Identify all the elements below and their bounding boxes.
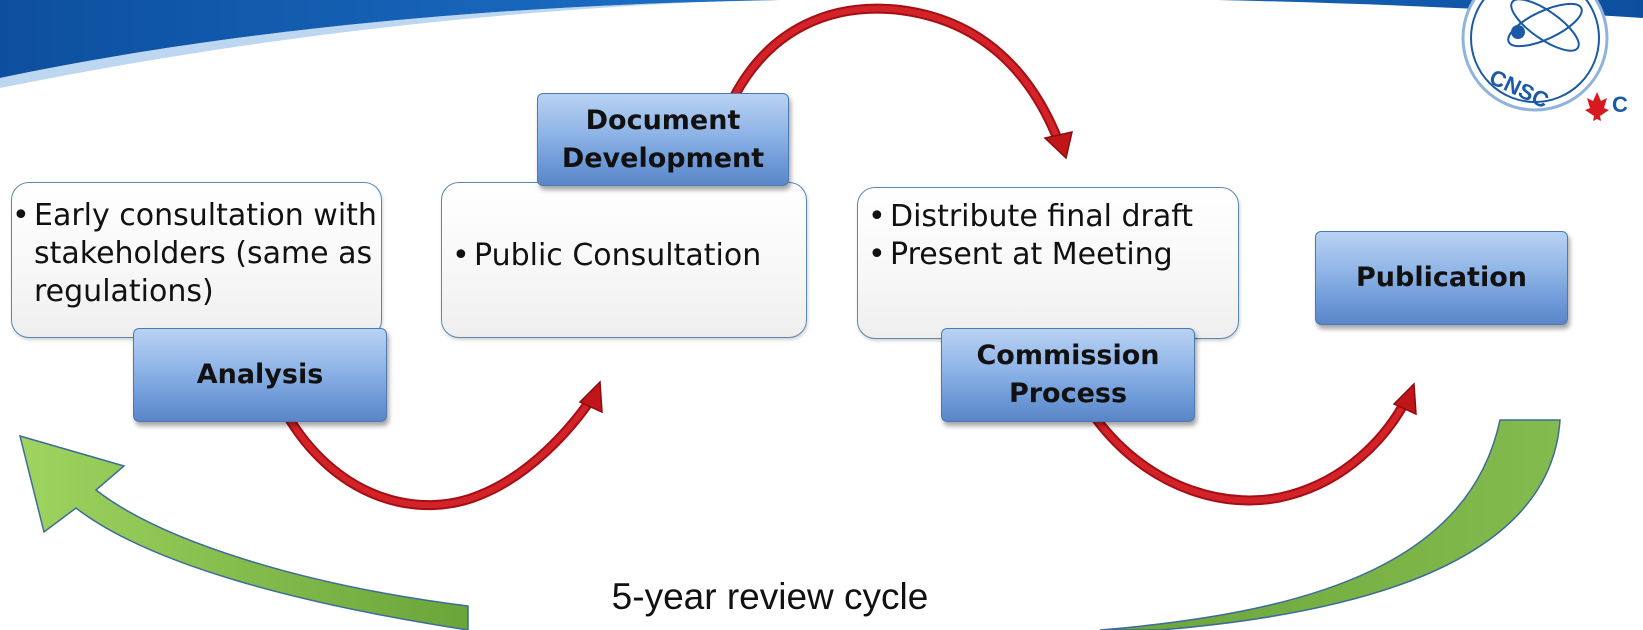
stage-analysis: Analysis	[133, 328, 387, 422]
analysis-bullets: Early consultation with stakeholders (sa…	[12, 197, 381, 311]
commission-process-details-box: Distribute final draft Present at Meetin…	[857, 187, 1239, 339]
stage-publication: Publication	[1315, 231, 1568, 325]
red-arrow-commission-to-publication	[1092, 382, 1417, 506]
stage-analysis-label: Analysis	[196, 359, 324, 390]
cnsc-logo: CNSC C	[1461, 0, 1628, 121]
stage-publication-label: Publication	[1355, 262, 1527, 293]
analysis-details-box: Early consultation with stakeholders (sa…	[11, 182, 382, 338]
commission-process-bullet-1: Distribute final draft	[868, 198, 1238, 236]
stage-commission-process: Commission Process	[941, 328, 1195, 422]
document-development-bullet-1: Public Consultation	[452, 237, 806, 275]
document-development-bullets: Public Consultation	[452, 237, 806, 275]
green-cycle-arrow-right	[1099, 419, 1561, 630]
svg-text:C: C	[1612, 92, 1628, 117]
maple-leaf-icon	[1585, 92, 1609, 121]
red-arrow-analysis-to-document	[285, 380, 603, 511]
stage-document-development-label: Document Development	[561, 104, 765, 174]
cycle-label: 5-year review cycle	[611, 576, 929, 617]
document-development-details-box: Public Consultation	[441, 182, 807, 338]
red-arrow-document-to-commission	[730, 3, 1073, 160]
commission-process-bullets: Distribute final draft Present at Meetin…	[868, 198, 1238, 274]
stage-commission-process-label: Commission Process	[976, 340, 1160, 409]
commission-process-bullet-2: Present at Meeting	[868, 236, 1238, 274]
analysis-bullet-1: Early consultation with stakeholders (sa…	[12, 197, 381, 311]
green-cycle-arrow-left	[18, 434, 469, 630]
stage-document-development: Document Development	[537, 93, 789, 186]
